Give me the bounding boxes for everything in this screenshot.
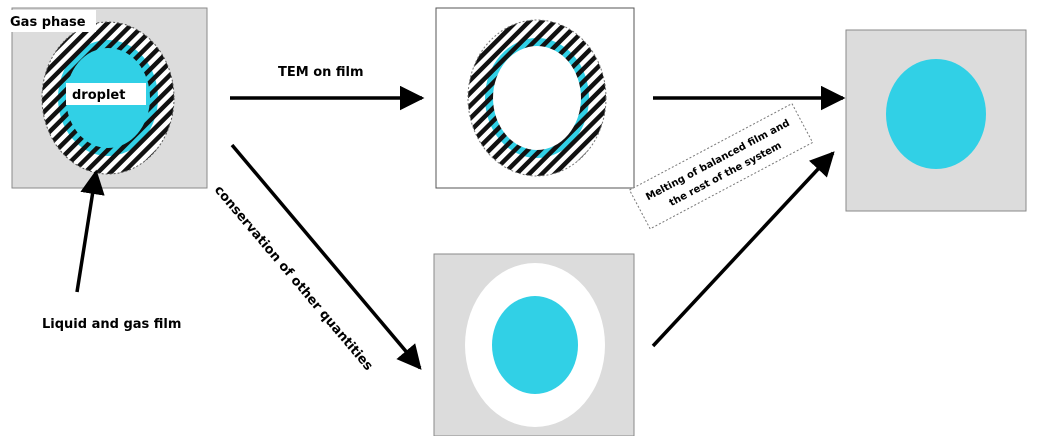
gas-phase-label: Gas phase [10,15,86,30]
melting-label-group: Melting of balanced film and the rest of… [630,104,813,229]
liquid-gas-film-label: Liquid and gas film [42,317,181,332]
initial-state-panel: Gas phase droplet [8,8,207,188]
conserved-droplet [492,296,578,394]
conservation-panel [434,254,634,436]
tem-empty-core [493,46,581,150]
film-pointer-arrow [77,172,96,292]
conservation-arrow [232,145,420,368]
final-droplet [886,59,986,169]
conservation-label: conservation of other quantities [211,183,376,374]
tem-film-panel [436,8,634,188]
droplet-label: droplet [72,88,125,103]
final-state-panel [846,30,1026,211]
tem-on-film-label: TEM on film [278,65,364,80]
